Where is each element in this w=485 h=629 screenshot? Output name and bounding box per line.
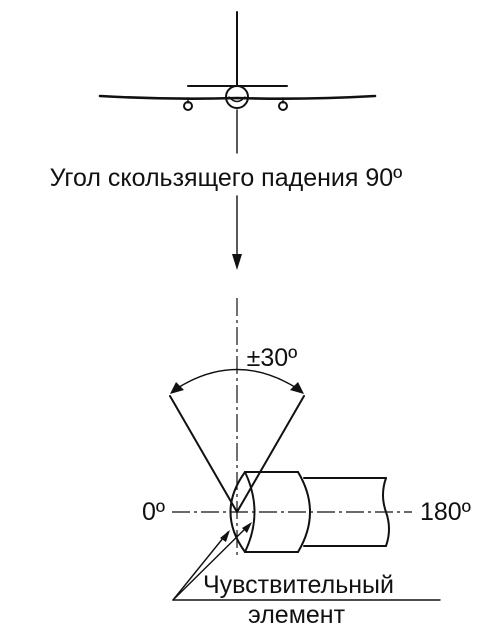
incidence-angle-title: Угол скользящего падения 90º [50,164,403,192]
leader-line-1 [172,531,229,601]
sensor-head [229,471,390,553]
left-engine [183,101,193,111]
lens-back [244,471,256,553]
sensor-label-line1: Чувствительный [203,571,394,599]
wing [98,94,377,100]
aircraft-icon [98,11,377,111]
right-engine [278,101,288,111]
cone-left-line [169,395,238,513]
fuselage [225,85,249,109]
angle-0-label: 0º [142,498,165,526]
angle-label: ±30º [247,344,298,372]
lens-front [229,471,246,553]
fuselage-detail [228,96,246,103]
arc-arrow-left [170,382,184,394]
leader-line-2 [172,523,251,601]
housing-right [297,471,311,553]
leader-arrow-2 [242,522,252,533]
cone-right-line [236,395,305,513]
arrow-head [232,254,242,270]
angle-arc [175,368,299,390]
arc-arrow-right [290,382,304,394]
sensor-label-line2: элемент [248,601,346,629]
shaft-break [382,477,390,547]
leader-arrow-1 [220,530,230,542]
angle-180-label: 180º [420,498,471,526]
